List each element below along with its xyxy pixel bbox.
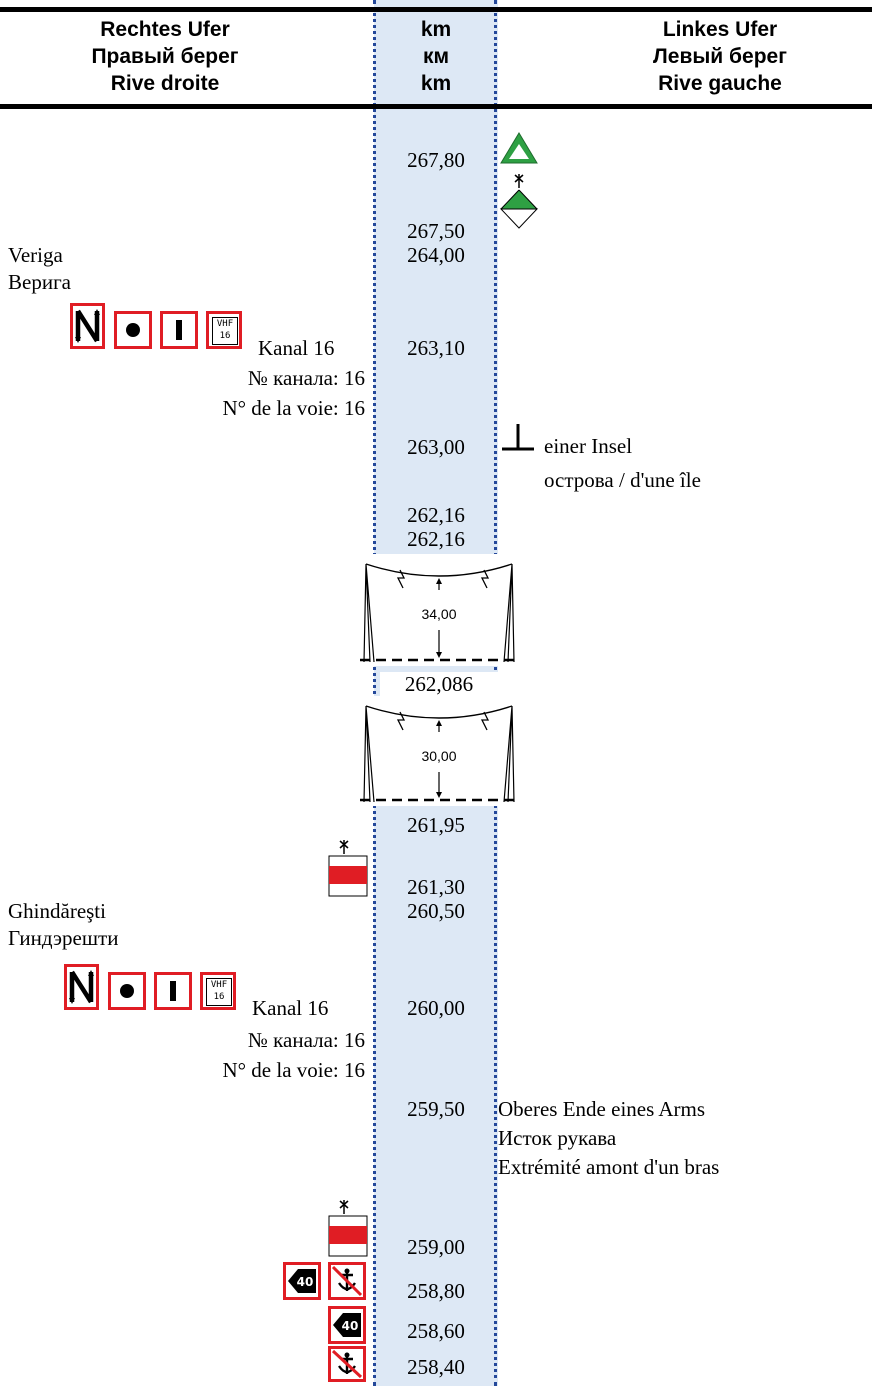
vhf-label: VHF — [210, 980, 228, 990]
km-263-10: 263,10 — [407, 336, 465, 360]
place-veriga-ru: Верига — [8, 270, 71, 294]
header-right-bank-fr: Rive droite — [110, 72, 220, 95]
km-259-00: 259,00 — [407, 1235, 465, 1259]
report-point-bar-sign-icon — [154, 972, 192, 1010]
vhf-channel: 16 — [213, 992, 225, 1002]
island-de: einer Insel — [544, 434, 633, 458]
report-point-bar-sign-icon — [160, 311, 198, 349]
no-anchoring-sign-icon — [328, 1346, 366, 1382]
red-cylinder-topmark-buoy-icon — [328, 1200, 368, 1257]
header-km-ru: км — [422, 45, 450, 68]
green-triangle-buoy-icon — [500, 132, 538, 164]
vhf-channel-sign-icon: VHF 16 — [200, 972, 236, 1010]
ghindaresti-kanal-fr: N° de la voie: 16 — [222, 1058, 365, 1082]
header-bottom-rule — [0, 104, 872, 109]
km-column-left-dotted-line — [373, 0, 376, 1386]
arm-ru: Исток рукава — [498, 1126, 617, 1150]
arm-fr: Extrémité amont d'un bras — [498, 1155, 720, 1179]
veriga-kanal-fr: N° de la voie: 16 — [222, 396, 365, 420]
vhf-label: VHF — [216, 319, 234, 329]
km-258-40: 258,40 — [407, 1355, 465, 1379]
header-right-bank: Rechtes Ufer Правый берег Rive droite — [30, 16, 300, 97]
km-261-95: 261,95 — [407, 813, 465, 837]
km-261-30: 261,30 — [407, 875, 465, 899]
power-line-icon — [360, 705, 518, 803]
traffic-sign-n-icon — [64, 964, 99, 1010]
bridge-1-clearance: 34,00 — [421, 606, 457, 622]
green-diamond-topmark-buoy-icon — [499, 174, 539, 229]
island-symbol-icon — [502, 424, 534, 451]
header-km-fr: km — [420, 72, 452, 95]
km-267-50: 267,50 — [407, 219, 465, 243]
km-264-00: 264,00 — [407, 243, 465, 267]
speed-limit-sign-icon: 40 — [328, 1306, 366, 1344]
veriga-kanal-ru: № канала: 16 — [247, 366, 365, 390]
km-260-50: 260,50 — [407, 899, 465, 923]
speed-limit-sign-icon: 40 — [283, 1262, 321, 1300]
header-top-rule — [0, 7, 872, 12]
ghindaresti-kanal: Kanal 16 — [252, 996, 329, 1020]
header-left-bank-ru: Левый берег — [653, 45, 787, 68]
traffic-sign-n-icon — [70, 303, 105, 349]
bridge-clearance-diagram-2: 30,00 — [360, 696, 518, 806]
place-veriga: Veriga — [8, 243, 63, 267]
km-258-80: 258,80 — [407, 1279, 465, 1303]
place-ghindaresti: Ghindăreşti — [8, 899, 106, 923]
km-262-16-a: 262,16 — [407, 503, 465, 527]
header-left-bank-de: Linkes Ufer — [662, 18, 778, 41]
veriga-kanal: Kanal 16 — [258, 336, 335, 360]
header-km: km км km — [374, 16, 498, 97]
vhf-channel: 16 — [219, 331, 231, 341]
header-km-de: km — [420, 18, 452, 41]
ghindaresti-kanal-ru: № канала: 16 — [247, 1028, 365, 1052]
speed-limit-value: 40 — [297, 1275, 314, 1289]
no-anchoring-sign-icon — [328, 1262, 366, 1300]
arm-de: Oberes Ende eines Arms — [498, 1097, 706, 1121]
island-ru-fr: острова / d'une île — [544, 468, 701, 492]
header-left-bank: Linkes Ufer Левый берег Rive gauche — [590, 16, 850, 97]
km-258-60: 258,60 — [407, 1319, 465, 1343]
bridge-clearance-diagram-1: 34,00 — [360, 554, 518, 666]
speed-limit-value: 40 — [342, 1319, 359, 1333]
header-right-bank-ru: Правый берег — [91, 45, 239, 68]
vhf-channel-sign-icon: VHF 16 — [206, 311, 242, 349]
header-right-bank-de: Rechtes Ufer — [100, 18, 230, 41]
red-cylinder-topmark-buoy-icon — [328, 840, 368, 897]
km-262-16-b: 262,16 — [407, 527, 465, 551]
header-left-bank-fr: Rive gauche — [658, 72, 782, 95]
report-point-dot-sign-icon — [114, 311, 152, 349]
km-260-00: 260,00 — [407, 996, 465, 1020]
bridge-2-clearance: 30,00 — [421, 748, 457, 764]
km-263-00: 263,00 — [407, 435, 465, 459]
power-line-icon — [360, 563, 518, 663]
km-267-80: 267,80 — [407, 148, 465, 172]
place-ghindaresti-ru: Гиндэрешти — [8, 926, 119, 950]
report-point-dot-sign-icon — [108, 972, 146, 1010]
km-259-50: 259,50 — [407, 1097, 465, 1121]
